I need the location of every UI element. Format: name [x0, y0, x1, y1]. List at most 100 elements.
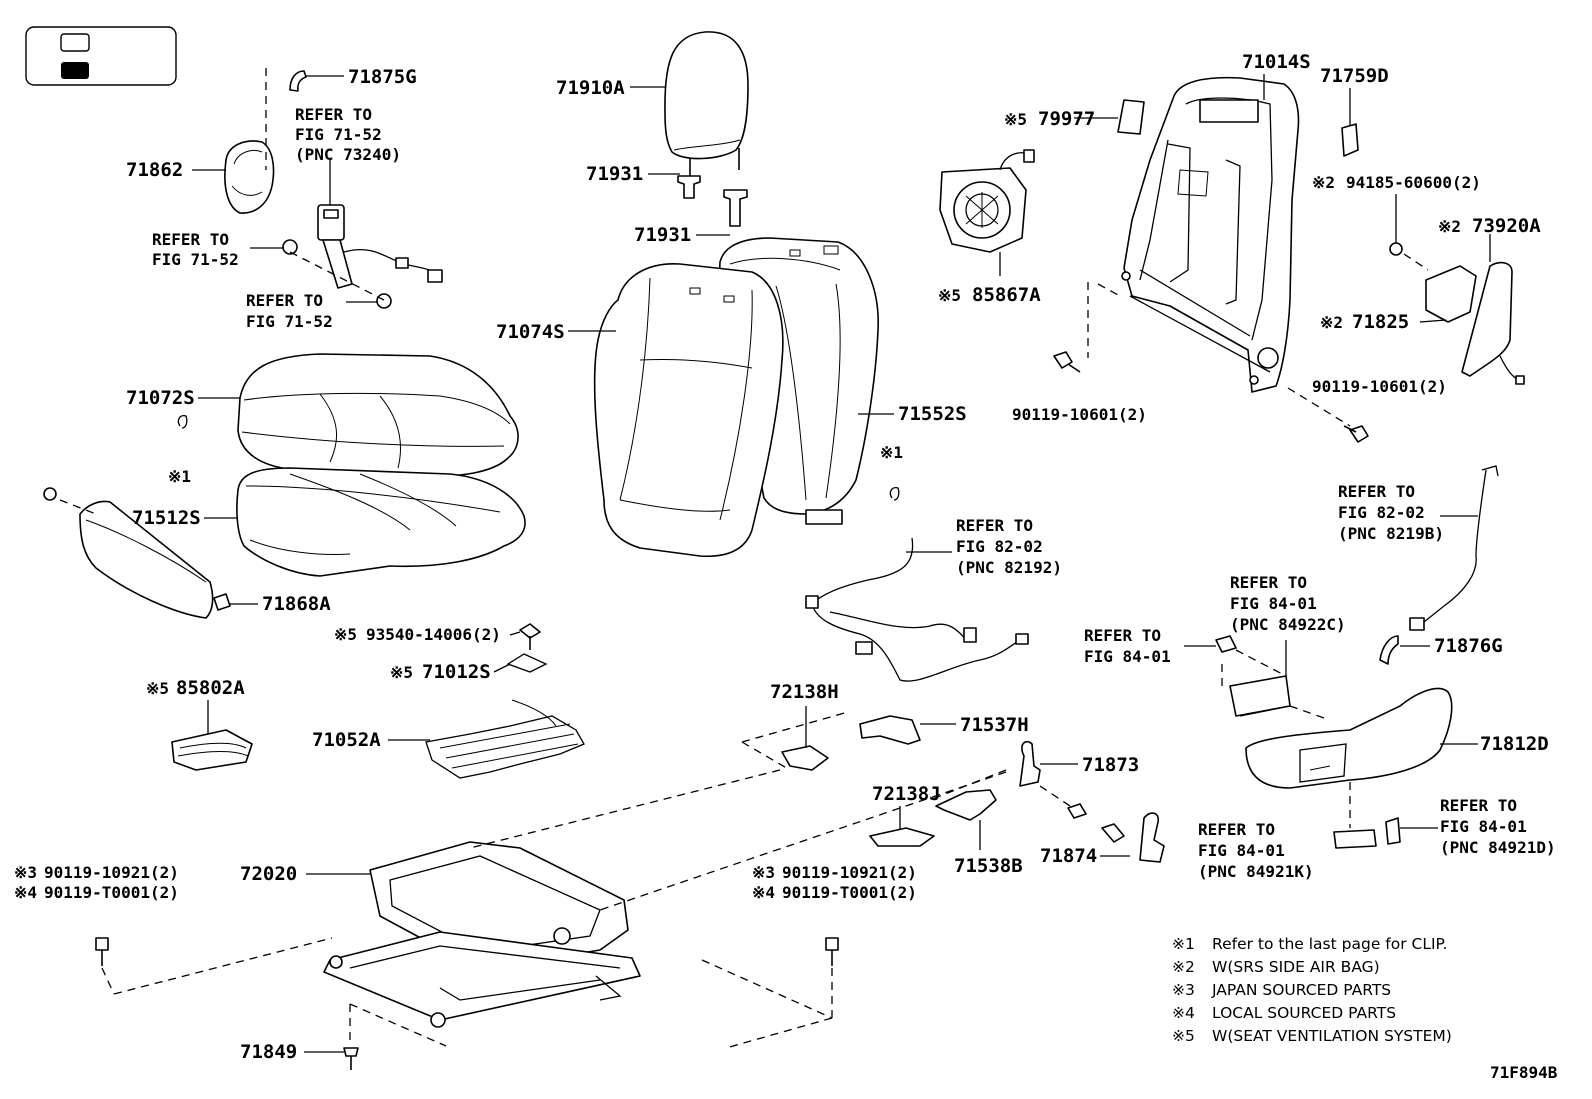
clip-left-drawing	[177, 414, 188, 429]
cushion-pad-drawing	[236, 467, 526, 577]
ref-wire-8219b: REFER TO FIG 82-02 (PNC 8219B)	[1338, 482, 1444, 543]
label-71074s: 71074S	[496, 321, 565, 343]
svg-text:※4: ※4	[752, 883, 775, 902]
note-mark-5: ※5	[1172, 1027, 1195, 1045]
label-79977: 79977	[1038, 108, 1095, 130]
blower-drawing	[939, 149, 1035, 253]
label-94185: 94185-60600(2)	[1346, 173, 1481, 192]
svg-text:REFER TO: REFER TO	[1230, 573, 1307, 592]
ref-fig8401: REFER TO FIG 84-01	[1084, 626, 1171, 666]
svg-text:REFER TO: REFER TO	[956, 516, 1033, 535]
svg-text:90119-T0001(2): 90119-T0001(2)	[44, 883, 179, 902]
seat-track-drawing	[323, 841, 641, 1028]
label-71910a: 71910A	[556, 77, 625, 99]
note-mark-1: ※1	[1172, 935, 1195, 953]
label-71874: 71874	[1040, 845, 1097, 867]
seat-back-cover-drawing	[593, 263, 784, 558]
label-71052a: 71052A	[312, 729, 381, 751]
bracket-71874-drawing	[1139, 812, 1165, 863]
svg-text:(PNC 84922C): (PNC 84922C)	[1230, 615, 1346, 634]
belt-buckle-drawing	[282, 204, 443, 309]
svg-text:REFER TO: REFER TO	[1440, 796, 1517, 815]
svg-text:REFER TO: REFER TO	[1198, 820, 1275, 839]
mark-71825: ※2	[1320, 313, 1343, 332]
svg-text:REFER TO: REFER TO	[1084, 626, 1161, 645]
svg-text:FIG 84-01: FIG 84-01	[1230, 594, 1317, 613]
headrest-guides-drawing	[677, 175, 748, 227]
label-71825: 71825	[1352, 311, 1409, 333]
bolts-drawing	[95, 351, 1369, 1070]
svg-text:FIG 84-01: FIG 84-01	[1084, 647, 1171, 666]
svg-text:(PNC 82192): (PNC 82192)	[956, 558, 1062, 577]
label-71931-b: 71931	[634, 224, 691, 246]
mark-94185: ※2	[1312, 173, 1335, 192]
side-wire-drawing	[1409, 465, 1499, 631]
ref-fig7152-a: REFER TO FIG 71-52	[152, 230, 239, 269]
bolt-labels-left: ※3 90119-10921(2) ※4 90119-T0001(2)	[14, 863, 179, 902]
note-mark-3: ※3	[1172, 981, 1195, 999]
label-90119-10601-b: 90119-10601(2)	[1012, 405, 1147, 424]
clip-right-drawing	[889, 486, 900, 501]
wire-harness-drawing	[805, 537, 1029, 682]
svg-text:(PNC 84921K): (PNC 84921K)	[1198, 862, 1314, 881]
svg-text:FIG 82-02: FIG 82-02	[1338, 503, 1425, 522]
bracket-71873-drawing	[1019, 740, 1041, 787]
label-71873: 71873	[1082, 754, 1139, 776]
svg-text:REFER TO: REFER TO	[152, 230, 229, 249]
label-71849: 71849	[240, 1041, 297, 1063]
label-90119-10601-a: 90119-10601(2)	[1312, 377, 1447, 396]
front-shield-drawing	[43, 487, 231, 619]
label-71552s: 71552S	[898, 403, 967, 425]
svg-text:FIG 71-52: FIG 71-52	[246, 312, 333, 331]
shield-71862-drawing	[224, 140, 275, 214]
bolt-labels-right: ※3 90119-10921(2) ※4 90119-T0001(2)	[752, 863, 917, 902]
label-71759d: 71759D	[1320, 65, 1389, 87]
label-85867a: 85867A	[972, 284, 1041, 306]
mark-clip-right: ※1	[880, 443, 903, 462]
svg-text:(PNC 8219B): (PNC 8219B)	[1338, 524, 1444, 543]
svg-text:FIG 84-01: FIG 84-01	[1198, 841, 1285, 860]
cover-71537h-drawing	[859, 715, 921, 745]
bracket-72138h-drawing	[781, 745, 829, 771]
notes-list: ※1 Refer to the last page for CLIP. ※2 W…	[1172, 935, 1452, 1045]
svg-text:※3: ※3	[752, 863, 775, 882]
side-shield-drawing	[1245, 687, 1453, 789]
seat-back-frame-drawing	[1121, 76, 1300, 393]
svg-text:※3: ※3	[14, 863, 37, 882]
svg-text:REFER TO: REFER TO	[246, 291, 323, 310]
note-text-2: W(SRS SIDE AIR BAG)	[1212, 958, 1380, 976]
legend-swatch-black	[61, 62, 89, 79]
label-71812d: 71812D	[1480, 733, 1549, 755]
legend-swatch-white	[60, 33, 90, 52]
label-71875g: 71875G	[348, 66, 417, 88]
svg-text:(PNC 73240): (PNC 73240)	[295, 145, 401, 164]
mark-71012s: ※5	[390, 663, 413, 682]
mark-93540: ※5	[334, 625, 357, 644]
ref-knob-84921k: REFER TO FIG 84-01 (PNC 84921K)	[1198, 820, 1314, 881]
note-text-4: LOCAL SOURCED PARTS	[1212, 1004, 1396, 1022]
note-text-5: W(SEAT VENTILATION SYSTEM)	[1212, 1027, 1452, 1045]
note-text-1: Refer to the last page for CLIP.	[1212, 935, 1447, 953]
bracket-71012s-drawing	[506, 653, 548, 673]
label-93540: 93540-14006(2)	[366, 625, 501, 644]
clip-71759d-drawing	[1341, 123, 1359, 157]
mark-73920a: ※2	[1438, 217, 1461, 236]
cover-71538b-drawing	[935, 789, 997, 821]
ref-switch-84922c: REFER TO FIG 84-01 (PNC 84922C)	[1230, 573, 1346, 634]
label-72138j: 72138J	[872, 783, 941, 805]
ref-knob-84921d: REFER TO FIG 84-01 (PNC 84921D)	[1440, 796, 1556, 857]
cover-71876g-drawing	[1379, 635, 1399, 665]
label-72138h: 72138H	[770, 681, 839, 703]
figure-id: 71F894B	[1490, 1063, 1558, 1082]
cover-71875g-drawing	[289, 70, 307, 92]
note-mark-4: ※4	[1172, 1004, 1195, 1022]
svg-text:REFER TO: REFER TO	[295, 105, 372, 124]
label-71512s: 71512S	[132, 507, 201, 529]
label-71538b: 71538B	[954, 855, 1023, 877]
leader-lines	[192, 74, 1491, 1053]
ref-fig7152-b: REFER TO FIG 71-52	[246, 291, 333, 331]
label-71876g: 71876G	[1434, 635, 1503, 657]
label-85802a: 85802A	[176, 677, 245, 699]
mark-79977: ※5	[1004, 110, 1027, 129]
ref-belt: REFER TO FIG 71-52 (PNC 73240)	[295, 105, 401, 164]
